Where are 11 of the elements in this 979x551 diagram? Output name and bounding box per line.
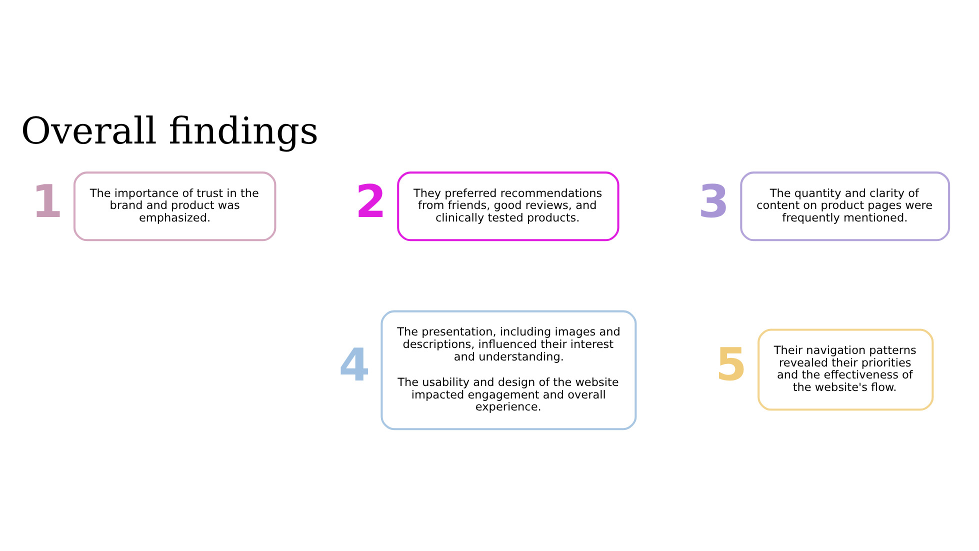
node-label: 1 [31, 174, 63, 228]
node-box: The importance of trust in the brand and product was emphasized. [73, 171, 276, 241]
node-box: They preferred recommendations from friends, good reviews, and clinically tested products. [397, 171, 620, 241]
node-box: Their navigation patterns revealed their priorities and the effectiveness of the website's flow. [758, 328, 934, 410]
diagram-title: Overall findings [20, 109, 319, 152]
node-label: 4 [338, 338, 370, 392]
node-box: The quantity and clarity of content on product pages were frequently mentioned. [740, 171, 950, 241]
node-label: 2 [355, 174, 386, 228]
node-label: 3 [698, 174, 730, 228]
node-box: The presentation, including images and descriptions, influenced their interest and understanding. The usability and design of the website impacted engagement and overall experience. [380, 310, 637, 430]
node-label: 5 [716, 338, 747, 391]
